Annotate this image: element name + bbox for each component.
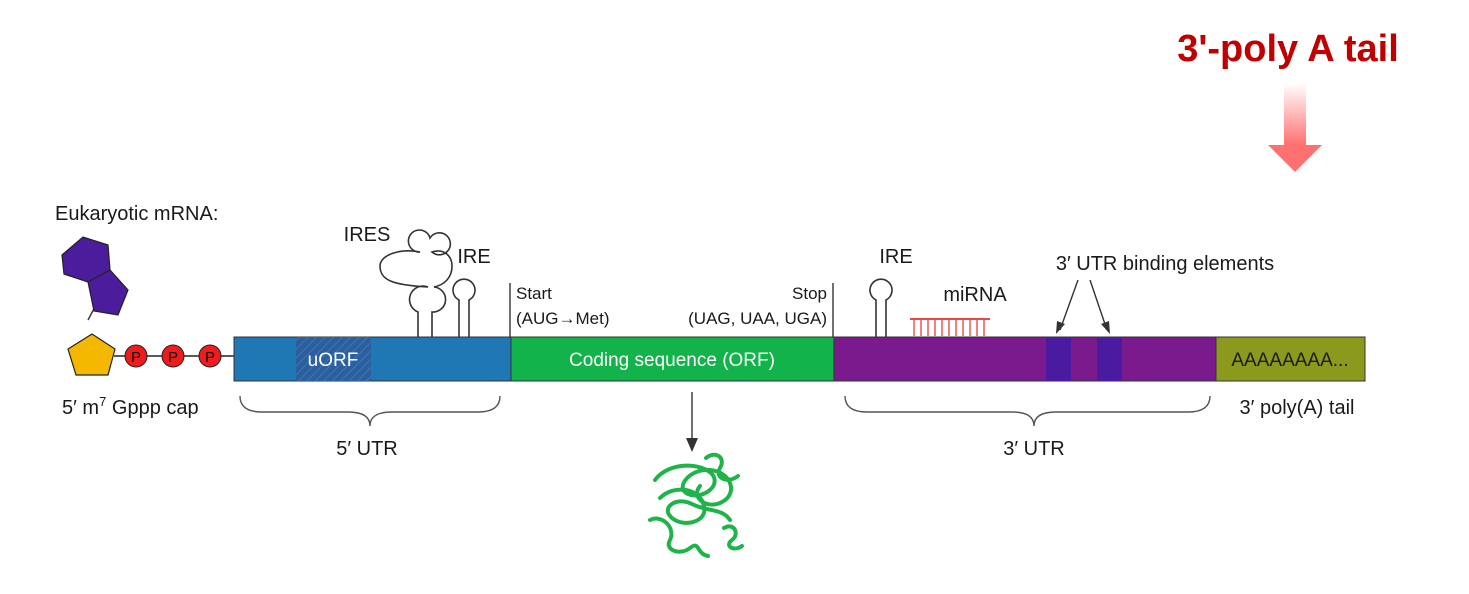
binding-elements-arrows xyxy=(1056,279,1110,334)
binding-elements-label: 3′ UTR binding elements xyxy=(1056,253,1274,275)
utr3-region-label: 3′ UTR xyxy=(1003,438,1065,460)
start-label: Start xyxy=(516,284,552,303)
cds-label: Coding sequence (ORF) xyxy=(569,350,775,371)
binding-element-box-1 xyxy=(1046,337,1071,381)
ires-label: IRES xyxy=(344,224,391,246)
cds-segment xyxy=(510,336,835,382)
svg-text:P: P xyxy=(131,349,141,366)
ires-structure xyxy=(379,229,453,339)
svg-text:P: P xyxy=(205,349,215,366)
ire-5-label: IRE xyxy=(457,246,490,268)
ire-5-stemloop xyxy=(452,278,476,339)
ire-3-stemloop xyxy=(869,278,893,339)
diagram-title: Eukaryotic mRNA: xyxy=(55,203,218,225)
protein-coil xyxy=(648,452,744,558)
uorf-segment: uORF xyxy=(296,337,371,381)
ire-3-label: IRE xyxy=(879,246,912,268)
cap-structure: P P P xyxy=(61,236,236,376)
guanine-ring-5 xyxy=(87,269,129,316)
start-codon-label: (AUG→Met) xyxy=(516,309,610,328)
translation-arrow xyxy=(686,392,698,452)
utr5-region-label: 5′ UTR xyxy=(336,438,398,460)
polya-sequence-label: AAAAAAAA... xyxy=(1231,350,1348,371)
headline-title: 3'-poly A tail xyxy=(1177,28,1399,70)
binding-element-box-2 xyxy=(1097,337,1122,381)
utr5-brace xyxy=(239,395,501,427)
polya-segment xyxy=(1215,336,1366,382)
utr5-segment xyxy=(233,336,512,382)
phosphate-1: P xyxy=(124,344,148,368)
utr3-segment xyxy=(833,336,1217,382)
headline-down-arrow xyxy=(1268,83,1322,172)
mirna-bound xyxy=(910,318,990,336)
polya-tail-label: 3′ poly(A) tail xyxy=(1240,397,1355,419)
utr3-brace xyxy=(844,395,1211,427)
mrna-bar: uORF Coding sequence (ORF) AAAAAAAA... xyxy=(233,336,1366,382)
mirna-label: miRNA xyxy=(943,284,1007,306)
uorf-label: uORF xyxy=(308,350,359,371)
phosphate-2: P xyxy=(161,344,185,368)
stop-codons-label: (UAG, UAA, UGA) xyxy=(688,309,827,328)
svg-text:P: P xyxy=(168,349,178,366)
cap-label: 5′ m7 Gppp cap xyxy=(62,394,199,419)
phosphate-3: P xyxy=(198,344,222,368)
ribose-pentagon xyxy=(67,333,116,376)
stop-label: Stop xyxy=(792,284,827,303)
